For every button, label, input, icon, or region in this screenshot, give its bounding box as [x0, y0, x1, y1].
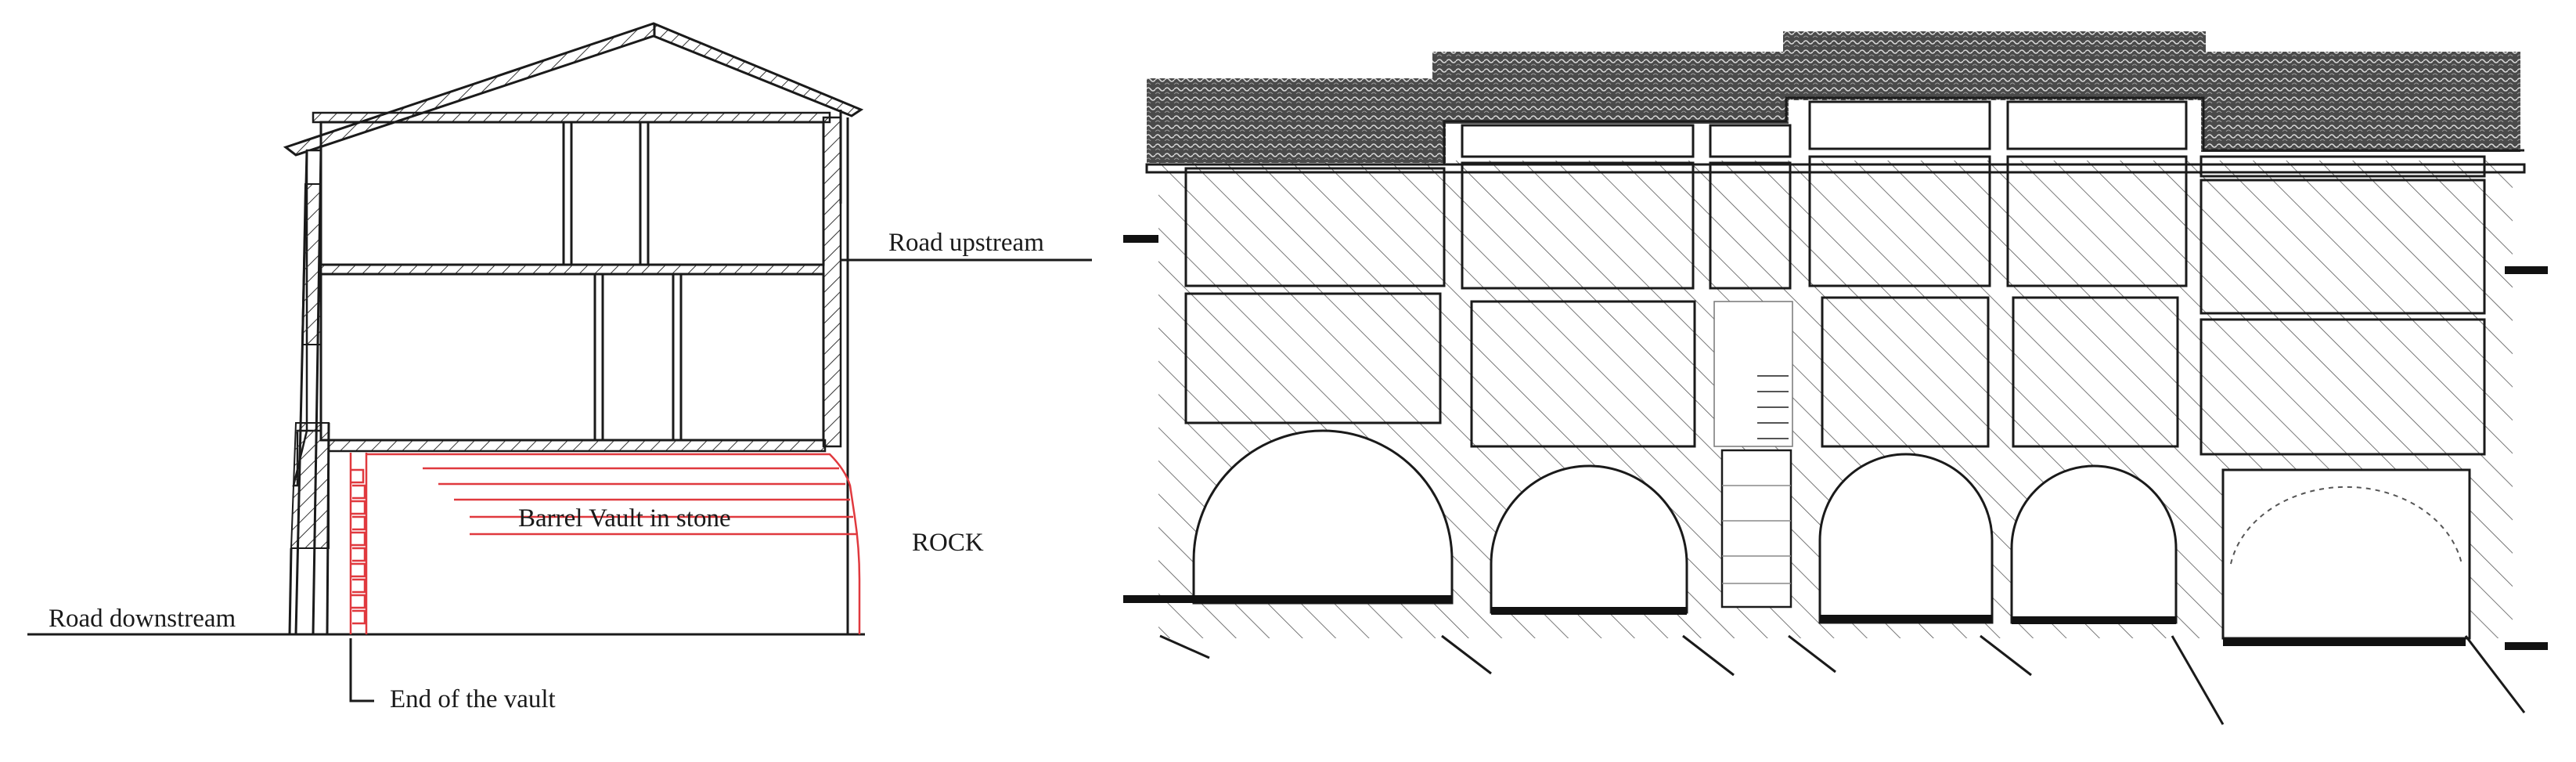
- end-of-vault-leader: [349, 638, 374, 702]
- ground-floor-slab: [327, 439, 827, 453]
- foundation-ticks: [1159, 634, 2526, 725]
- barrel-vault: [349, 453, 861, 634]
- label-road-upstream: Road upstream: [888, 229, 1044, 257]
- cross-section: Road upstream Barrel Vault in stone ROCK…: [27, 22, 1092, 713]
- right-wall: [822, 116, 842, 448]
- ground-vaults: [1192, 429, 2471, 640]
- label-rock: ROCK: [912, 529, 984, 557]
- first-floor-slab: [319, 263, 825, 276]
- tiled-roofs: [1147, 31, 2524, 166]
- label-road-downstream: Road downstream: [49, 605, 236, 633]
- label-barrel-vault: Barrel Vault in stone: [518, 504, 731, 533]
- stair: [1720, 375, 1792, 609]
- roof: [283, 22, 864, 157]
- lower-floor: [319, 273, 825, 442]
- floor-lines: [1123, 235, 2548, 650]
- longitudinal-section: [1123, 31, 2548, 725]
- attic-slab: [312, 111, 831, 124]
- upper-rooms: [1184, 100, 2486, 315]
- label-end-of-vault: End of the vault: [390, 685, 556, 713]
